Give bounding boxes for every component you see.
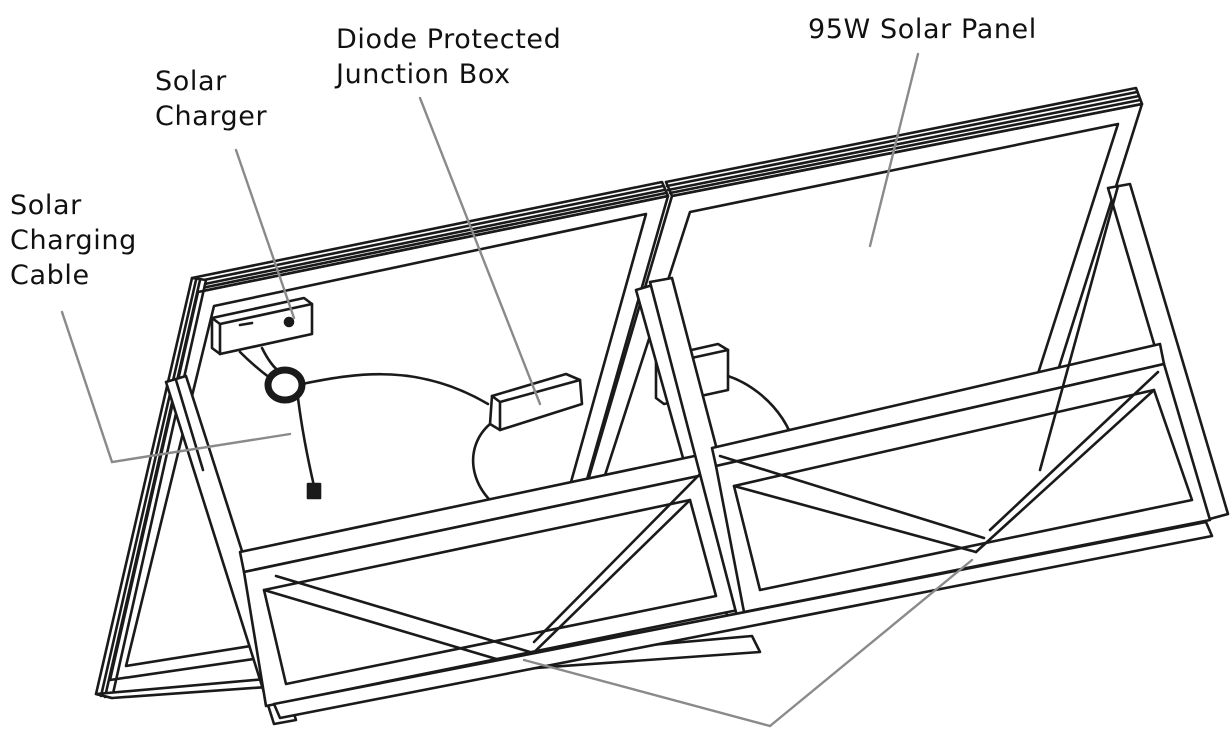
leader-stand-left — [522, 658, 772, 728]
label-line: Junction Box — [336, 59, 511, 90]
bottom-rail — [272, 520, 1214, 720]
label-line: Charger — [155, 101, 268, 132]
charger-box — [210, 296, 314, 356]
label-line: Solar — [155, 66, 227, 97]
leader-charging-cable — [60, 310, 292, 464]
charging-cable — [238, 346, 490, 500]
label-line: 95W Solar Panel — [808, 14, 1037, 45]
leader-stand-right — [768, 558, 974, 728]
label-solar-panel: 95W Solar Panel — [808, 12, 1037, 47]
label-junction-box: Diode Protected Junction Box — [336, 22, 561, 92]
label-line: Solar — [10, 190, 82, 221]
label-solar-charger: Solar Charger — [155, 64, 267, 134]
label-line: Diode Protected — [336, 24, 562, 55]
leader-junction-box — [418, 96, 542, 406]
leader-panel — [868, 52, 920, 248]
label-line: Cable — [10, 260, 90, 291]
leader-charger — [234, 148, 296, 320]
label-line: Charging — [10, 225, 137, 256]
stand-right-triangle — [648, 182, 1230, 622]
label-solar-charging-cable: Solar Charging Cable — [10, 188, 137, 293]
